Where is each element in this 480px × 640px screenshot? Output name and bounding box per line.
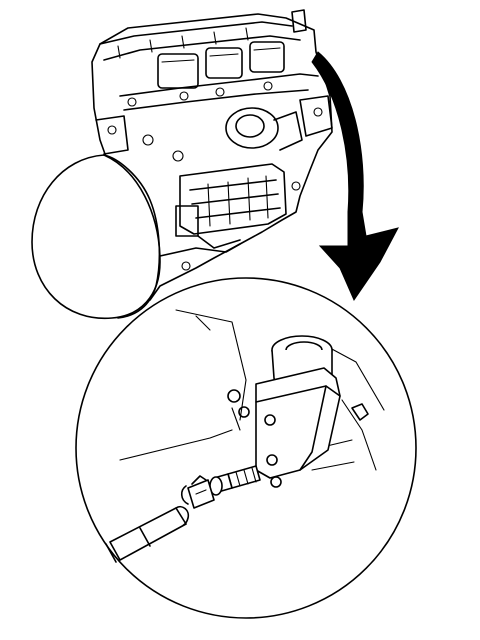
wiring-harness	[105, 505, 190, 563]
detail-circle	[75, 277, 417, 619]
detail-callout-arrow	[311, 51, 399, 302]
electrical-connector	[180, 475, 215, 509]
flywheel-housing	[31, 154, 161, 320]
thermostat-housing	[227, 335, 341, 488]
detail-magnified-view	[75, 277, 417, 619]
coolant-temperature-sensor	[209, 465, 261, 496]
